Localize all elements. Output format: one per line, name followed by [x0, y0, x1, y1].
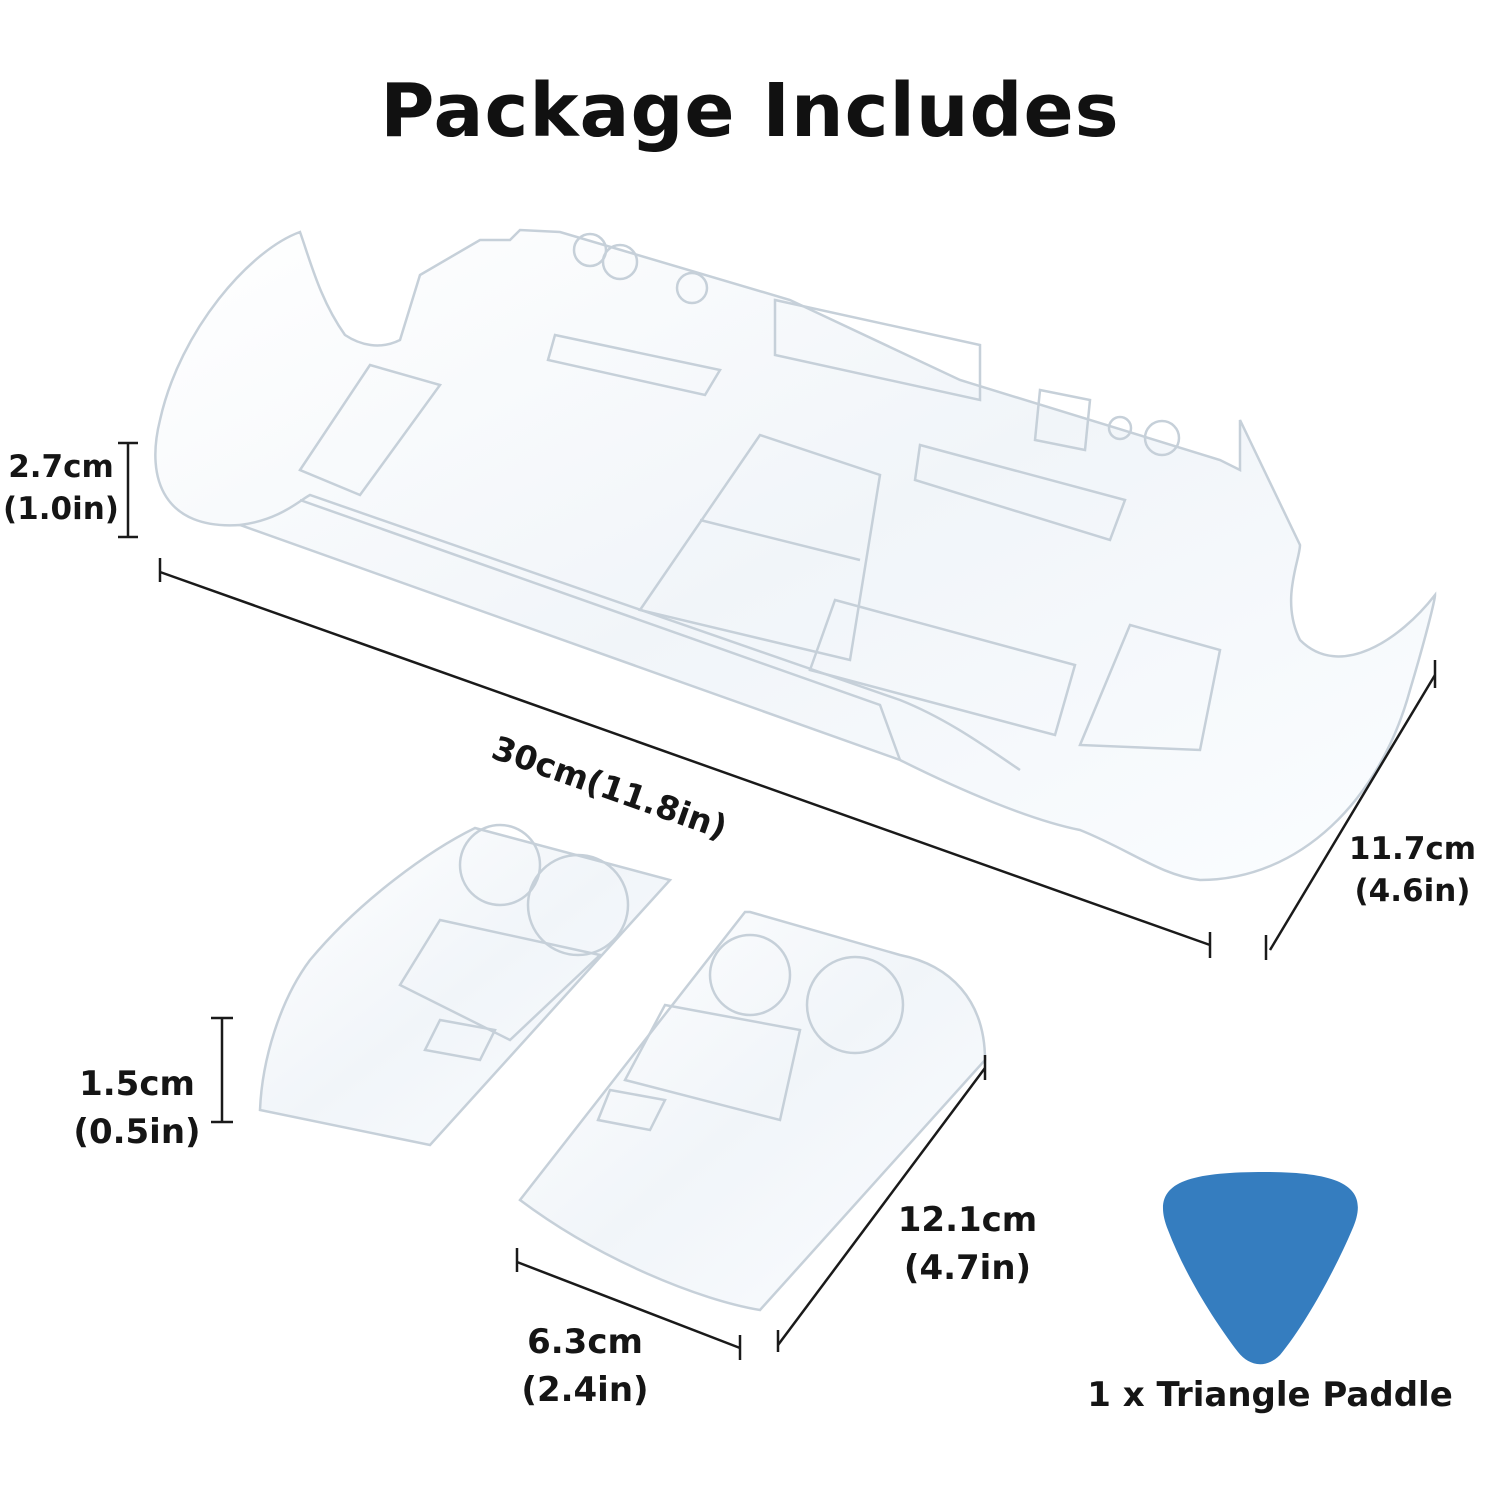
grip-width-label: 6.3cm (2.4in) — [505, 1318, 665, 1414]
grip-height-label: 12.1cm (4.7in) — [885, 1196, 1050, 1292]
grip-width-in: (2.4in) — [521, 1370, 649, 1410]
main-thickness-in: (1.0in) — [3, 491, 119, 527]
grip-height-cm: 12.1cm — [897, 1200, 1038, 1240]
right-grip-cover-icon — [518, 910, 987, 1312]
page-title: Package Includes — [380, 68, 1120, 154]
grip-height-in: (4.7in) — [903, 1248, 1032, 1288]
left-grip-cover-icon — [258, 823, 673, 1147]
main-width-label: 11.7cm (4.6in) — [1345, 828, 1480, 912]
main-width-cm: 11.7cm — [1348, 831, 1477, 867]
main-thickness-label: 2.7cm (1.0in) — [0, 446, 122, 530]
main-width-in: (4.6in) — [1354, 873, 1471, 909]
grip-width-cm: 6.3cm — [527, 1322, 643, 1362]
grip-thickness-cm: 1.5cm — [79, 1064, 195, 1104]
paddle-label: 1 x Triangle Paddle — [1087, 1375, 1453, 1415]
grip-thickness-in: (0.5in) — [73, 1112, 201, 1152]
main-thickness-cm: 2.7cm — [8, 449, 114, 485]
clear-case-shell-icon — [154, 228, 1437, 882]
grip-thickness-label: 1.5cm (0.5in) — [62, 1060, 212, 1156]
dimension-lines — [118, 441, 1437, 1360]
triangle-paddle-icon — [1162, 1172, 1358, 1365]
